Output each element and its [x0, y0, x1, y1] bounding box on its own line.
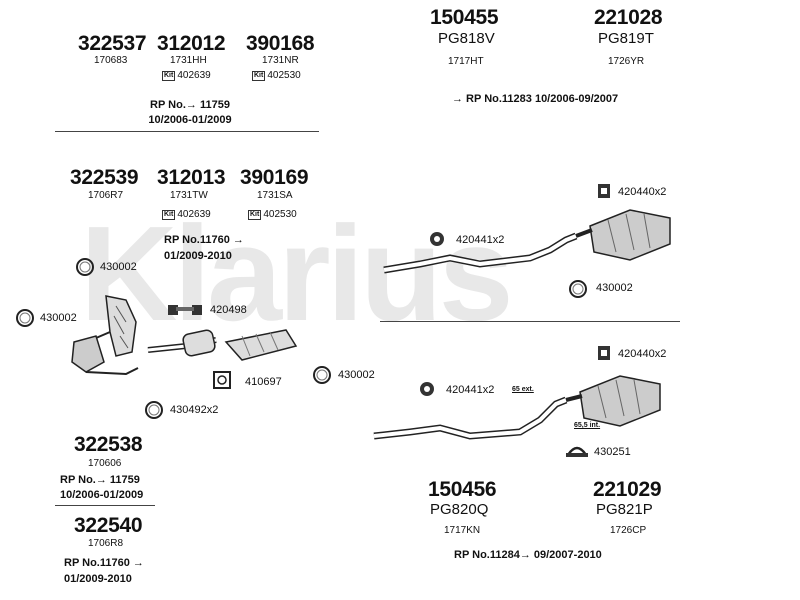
part-number-150455[interactable]: 150455 [430, 6, 499, 29]
divider [380, 321, 680, 322]
silencer-150456-icon[interactable] [370, 360, 680, 450]
part-sub-code: 1706R7 [88, 190, 124, 201]
svg-text:Klarius: Klarius [80, 198, 510, 349]
rp-reference: RP No.→ 11759 [60, 474, 140, 486]
part-number-390168[interactable]: 390168 [246, 32, 315, 55]
kit-icon: Kit [248, 209, 262, 220]
part-sub-code: 1726CP [610, 525, 647, 536]
part-sub-code: 1717KN [444, 525, 481, 536]
kit-402530: Kit 402530 [252, 70, 301, 81]
part-number-322540[interactable]: 322540 [74, 514, 143, 537]
kit-number: 402639 [177, 209, 211, 220]
part-number-221029[interactable]: 221029 [593, 478, 662, 501]
clamp-430002-icon[interactable] [566, 278, 590, 300]
part-sub-code: 1731NR [262, 55, 299, 66]
kit-icon: Kit [252, 70, 266, 81]
dpf-filter-icon[interactable] [146, 322, 306, 366]
rp-date-range: 10/2006-01/2009 [60, 489, 144, 501]
part-number-312012[interactable]: 312012 [157, 32, 226, 55]
part-number-312013[interactable]: 312013 [157, 166, 226, 189]
rp-reference: RP No.→ 11759 [150, 99, 230, 111]
kit-icon: Kit [162, 209, 176, 220]
rp-reference: RP No.11760 → [164, 234, 244, 246]
rp-reference: RP No.11284→ 09/2007-2010 [454, 549, 602, 561]
part-sub-code: 1706R8 [88, 538, 124, 549]
rubber-hanger-420440-icon[interactable] [596, 182, 612, 200]
rp-reference: RP No.11760 → [64, 557, 144, 569]
kit-icon: Kit [162, 70, 176, 81]
kit-number: 402639 [177, 70, 211, 81]
fitting-label: 430002 [338, 369, 375, 381]
rp-date-range: 01/2009-2010 [64, 573, 132, 585]
rubber-hanger-420440-icon[interactable] [596, 344, 612, 362]
clamp-430492-icon[interactable] [142, 399, 166, 421]
part-number-322538[interactable]: 322538 [74, 433, 143, 456]
fitting-label: 430251 [594, 446, 631, 458]
fitting-label: 430002 [40, 312, 77, 324]
part-number-390169[interactable]: 390169 [240, 166, 309, 189]
silencer-150455-icon[interactable] [380, 200, 680, 290]
part-number-221028[interactable]: 221028 [594, 6, 663, 29]
kit-number: 402530 [263, 209, 297, 220]
kit-402530: Kit 402530 [248, 209, 297, 220]
clamp-430251-icon[interactable] [566, 443, 588, 459]
fitting-label: 420440x2 [618, 186, 667, 198]
part-sub-code: 170606 [88, 458, 122, 469]
fitting-label: 420441x2 [456, 234, 505, 246]
pg-code: PG821P [596, 501, 653, 518]
pg-code: PG819T [598, 30, 654, 47]
gasket-410697-icon[interactable] [212, 370, 232, 390]
part-sub-code: 170683 [94, 55, 128, 66]
part-number-150456[interactable]: 150456 [428, 478, 497, 501]
part-sub-code: 1731TW [170, 190, 208, 201]
kit-402639: Kit 402639 [162, 209, 211, 220]
rp-date-range: 10/2006-01/2009 [148, 114, 232, 126]
divider [55, 131, 319, 132]
fitting-label: 420498 [210, 304, 247, 316]
kit-402639: Kit 402639 [162, 70, 211, 81]
part-number-322537[interactable]: 322537 [78, 32, 147, 55]
part-sub-code: 1731HH [170, 55, 207, 66]
fitting-label: 420441x2 [446, 384, 495, 396]
part-sub-code: 1731SA [257, 190, 293, 201]
rp-date-range: 01/2009-2010 [164, 250, 232, 262]
fitting-label: 420440x2 [618, 348, 667, 360]
dimension-label: 65,5 int. [574, 422, 601, 429]
rubber-ring-420441-icon[interactable] [418, 380, 436, 398]
fitting-label: 430002 [100, 261, 137, 273]
part-number-322539[interactable]: 322539 [70, 166, 139, 189]
pg-code: PG820Q [430, 501, 489, 518]
klarius-watermark: Klarius [80, 198, 514, 349]
fitting-label: 410697 [245, 376, 282, 388]
clamp-430002-icon[interactable] [14, 307, 36, 329]
fitting-label: 430002 [596, 282, 633, 294]
pg-code: PG818V [438, 30, 495, 47]
mount-420498-icon[interactable] [166, 301, 206, 317]
clamp-430002-icon[interactable] [310, 364, 334, 386]
catalytic-converter-icon[interactable] [66, 292, 150, 382]
rp-reference: → RP No.11283 10/2006-09/2007 [452, 93, 619, 105]
dimension-label: 65 ext. [512, 386, 534, 393]
clamp-430002-icon[interactable] [74, 256, 96, 278]
fitting-label: 430492x2 [170, 404, 219, 416]
rubber-ring-420441-icon[interactable] [428, 230, 446, 248]
part-sub-code: 1726YR [608, 56, 645, 67]
kit-number: 402530 [267, 70, 301, 81]
part-sub-code: 1717HT [448, 56, 484, 67]
divider [55, 505, 155, 506]
